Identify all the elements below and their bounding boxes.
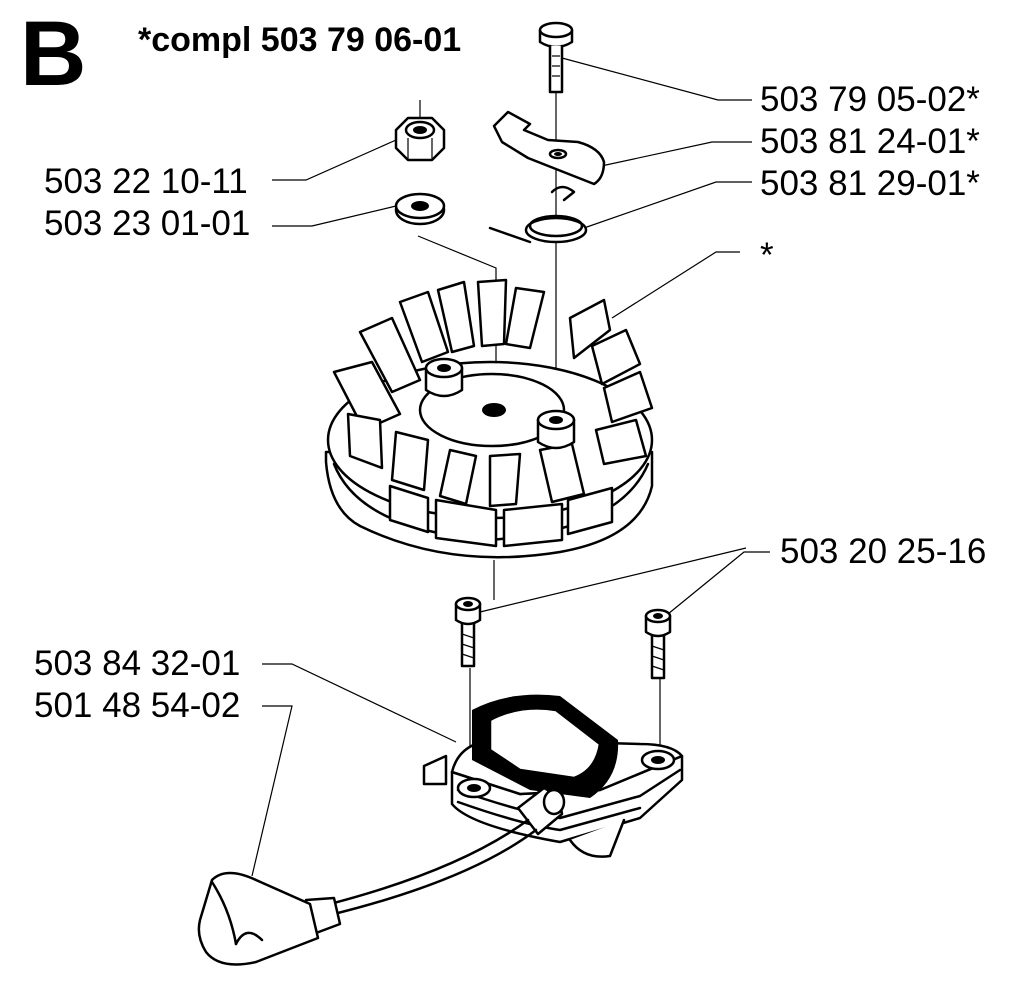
leader-pin — [561, 57, 752, 101]
nut-part — [394, 116, 446, 162]
spring-part — [488, 185, 588, 244]
washer-part — [394, 192, 446, 226]
leader-spring — [583, 181, 752, 229]
ignition-module-part — [422, 694, 684, 858]
leader-screw-right — [667, 551, 770, 615]
screw-right-part — [644, 608, 672, 680]
flywheel-part — [324, 278, 654, 559]
part-number-pin: 503 79 05-02* — [760, 80, 980, 119]
leader-nut — [272, 139, 397, 181]
part-number-nut: 503 22 10-11 — [44, 162, 248, 201]
part-number-flywheel: * — [760, 236, 774, 275]
leader-screw-left — [479, 547, 747, 613]
pawl-part — [492, 110, 606, 186]
section-letter: B — [20, 3, 87, 105]
assembly-note: *compl 503 79 06-01 — [138, 21, 462, 59]
leader-ignition-module — [262, 663, 457, 743]
leader-lines — [251, 57, 770, 877]
part-number-spring: 503 81 29-01* — [760, 164, 980, 203]
starter-pin-part — [538, 21, 574, 94]
part-number-spark-plug-cap: 501 48 54-02 — [34, 686, 241, 725]
leader-washer — [272, 205, 397, 227]
spark-plug-cap-part — [197, 818, 538, 966]
part-number-pawl: 503 81 24-01* — [760, 122, 980, 161]
part-number-ignition-module: 503 84 32-01 — [34, 644, 241, 683]
part-number-screws: 503 20 25-16 — [780, 532, 987, 571]
leader-flywheel — [611, 251, 740, 319]
leader-pawl — [591, 141, 752, 169]
part-number-washer: 503 23 01-01 — [44, 204, 251, 243]
screw-left-part — [454, 596, 482, 668]
leader-spark-cap — [251, 705, 293, 877]
